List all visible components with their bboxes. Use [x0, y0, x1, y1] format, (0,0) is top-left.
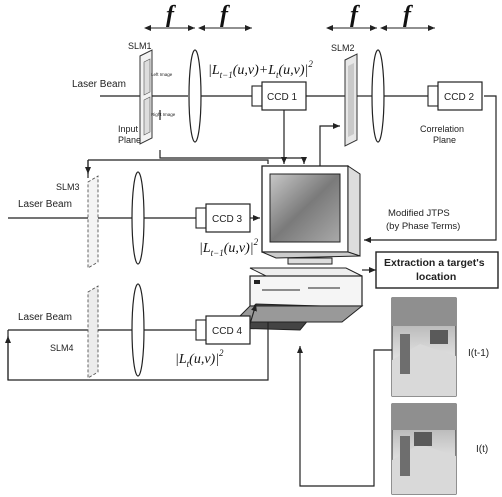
slm4	[87, 285, 99, 379]
frame-t	[391, 403, 457, 495]
connector-computer-to-slm2	[319, 123, 340, 166]
svg-text:|Lt(u,v)|2: |Lt(u,v)|2	[175, 348, 224, 369]
extraction-box: Extraction a target's location	[375, 251, 499, 289]
ccd2-label: CCD 2	[444, 92, 474, 103]
slm3	[87, 175, 99, 269]
slm4-label: SLM4	[50, 343, 74, 353]
laser-beam-label-1: Laser Beam	[72, 79, 126, 90]
frame-t-minus-1	[391, 297, 457, 397]
laser-beam-label-3: Laser Beam	[18, 312, 72, 323]
svg-text:Extraction a target's lo: Extraction a target's location	[384, 257, 487, 283]
slm1: SLM1 Left Image Right Image	[128, 41, 176, 145]
equation-sum: |Lt−1(u,v)+Lt(u,v)|2	[208, 59, 313, 80]
svg-text:|Lt−1(u,v)|2: |Lt−1(u,v)|2	[199, 237, 259, 258]
slm2-label: SLM2	[331, 43, 355, 53]
focal-dimension-top-right: f f	[326, 2, 435, 31]
frame-t-minus-1-label: I(t-1)	[468, 348, 489, 359]
ccd2-camera: CCD 2	[427, 81, 483, 111]
frame-t-label: I(t)	[476, 444, 488, 455]
lens-3	[131, 171, 145, 265]
modified-jtps-label: Modified JTPS (by Phase Terms)	[386, 208, 460, 232]
slm3-label: SLM3	[56, 182, 80, 192]
svg-text:|Lt−1(u,v)+Lt(u,v)|2: |Lt−1(u,v)+Lt(u,v)|2	[208, 59, 313, 80]
ccd4-camera: CCD 4	[195, 315, 251, 345]
focal-label-4: f	[403, 2, 413, 28]
ccd1-label: CCD 1	[267, 92, 297, 103]
lens-4	[131, 283, 145, 377]
focal-dimension-top-left: f f	[144, 2, 252, 31]
slm1-label: SLM1	[128, 41, 152, 51]
connector-computer-to-slm3	[87, 159, 269, 178]
correlation-plane-label: Correlation Plane	[420, 124, 467, 145]
ccd4-label: CCD 4	[212, 326, 242, 337]
slm2: SLM2	[331, 43, 358, 147]
lens-2	[371, 49, 385, 143]
focal-label-1: f	[166, 2, 176, 28]
ccd1-camera: CCD 1	[251, 81, 307, 111]
slm1-left-image-label: Left Image	[151, 72, 173, 77]
connector-ccd4-to-computer	[249, 303, 257, 325]
ccd3-camera: CCD 3	[195, 203, 251, 233]
slm1-right-image-label: Right Image	[151, 112, 176, 117]
connector-frames-to-computer	[297, 346, 392, 487]
equation-curr: |Lt(u,v)|2	[175, 348, 224, 369]
laser-beam-label-2: Laser Beam	[18, 199, 72, 210]
focal-label-3: f	[350, 2, 360, 28]
equation-prev: |Lt−1(u,v)|2	[199, 237, 259, 258]
input-plane-label: Input Plane	[118, 124, 141, 145]
connector-slm1-loop	[159, 110, 304, 164]
computer-monitor	[261, 165, 361, 265]
lens-1	[188, 49, 202, 143]
extraction-label-line2: location	[416, 271, 456, 283]
connector-ccd2-to-computer	[364, 95, 497, 243]
focal-label-2: f	[220, 2, 230, 28]
ccd3-label: CCD 3	[212, 214, 242, 225]
extraction-label-line1: Extraction a target's	[384, 257, 485, 269]
